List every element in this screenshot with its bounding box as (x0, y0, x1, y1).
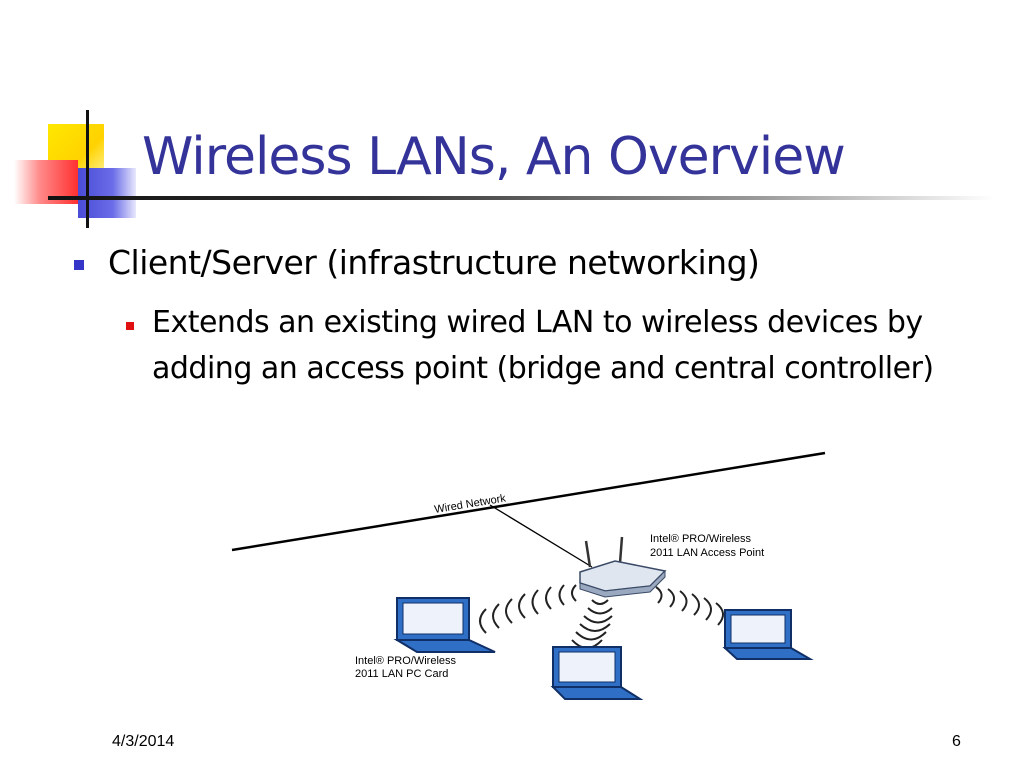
title-underline (48, 196, 994, 200)
access-point-cable (489, 504, 593, 568)
bullet-square-blue-icon (74, 260, 84, 270)
radio-waves-down-icon (571, 599, 613, 649)
access-point-label-line1: Intel® PRO/Wireless (650, 533, 752, 545)
bullet-level2-text: Extends an existing wired LAN to wireles… (152, 305, 934, 386)
laptop-bottom-icon (550, 646, 644, 700)
bullet-level1-text: Client/Server (infrastructure networking… (108, 243, 760, 282)
slide-title: Wireless LANs, An Overview (142, 127, 846, 187)
radio-waves-left-icon (479, 584, 577, 634)
wired-network-line (231, 451, 826, 552)
pc-card-label-line2: 2011 LAN PC Card (355, 668, 448, 680)
bullet-square-red-icon (126, 322, 134, 330)
access-point-label-line2: 2011 LAN Access Point (650, 547, 764, 559)
access-point-icon (579, 536, 667, 598)
footer-page-number: 6 (952, 733, 961, 750)
laptop-left-icon (393, 597, 496, 653)
wired-network-label: Wired Network (434, 492, 508, 516)
network-diagram-svg: Wired Network Intel® PRO/Wireless 2011 L… (231, 451, 826, 700)
network-diagram: Wired Network Intel® PRO/Wireless 2011 L… (220, 445, 840, 705)
logo-vertical-line (86, 110, 89, 228)
laptop-right-icon (722, 609, 814, 660)
footer-date: 4/3/2014 (112, 733, 175, 750)
radio-waves-right-icon (655, 586, 724, 626)
pc-card-label-line1: Intel® PRO/Wireless (355, 655, 457, 667)
